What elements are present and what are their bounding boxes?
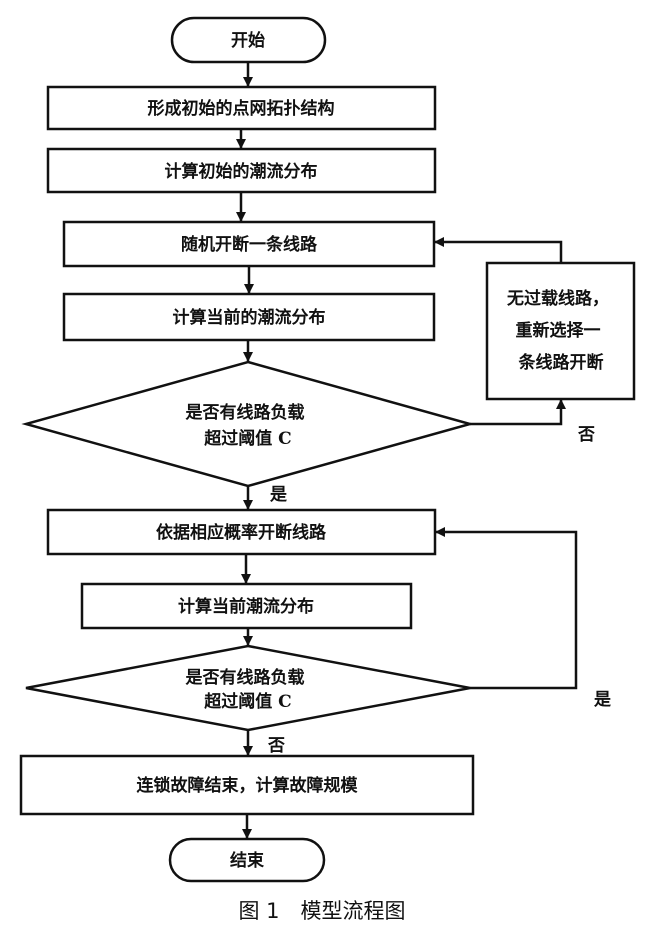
decision-overload-1-label: 是否有线路负载 超过阈值 C: [186, 402, 311, 449]
edge-decision2-yes-loop: [435, 527, 578, 690]
decision2-yes-label: 是: [594, 690, 611, 710]
step-form-topology-label: 形成初始的点网拓扑结构: [148, 98, 335, 119]
step-probability-break-label: 依据相应概率开断线路: [156, 522, 327, 543]
step-random-break: [62, 220, 436, 268]
decision-overload-2-line-1: 是否有线路负载: [186, 667, 305, 688]
start-label: 开始: [231, 30, 265, 51]
edge-decision1-no-to-retry: [470, 399, 566, 426]
step-initial-flow-label: 计算初始的潮流分布: [165, 161, 318, 182]
decision-overload-1: [21, 360, 475, 488]
step-probability-break: [46, 508, 437, 556]
step-form-topology: [46, 85, 437, 131]
decision-overload-2-line-2: 超过阈值 C: [204, 691, 291, 712]
decision1-no-label: 否: [577, 425, 595, 445]
retry-box-line-2: 重新选择一: [516, 320, 601, 341]
decision2-no-label: 否: [267, 736, 285, 756]
decision-overload-1-line-2: 超过阈值 C: [204, 428, 291, 449]
step-initial-flow: [46, 147, 437, 194]
end-label: 结束: [230, 850, 264, 871]
step-current-flow-2-label: 计算当前潮流分布: [178, 596, 314, 617]
retry-box-line-1: 无过载线路，: [506, 288, 609, 309]
step-random-break-label: 随机开断一条线路: [181, 234, 318, 255]
decision1-yes-label: 是: [270, 485, 287, 505]
step-cascade-end-label: 连锁故障结束，计算故障规模: [137, 775, 359, 796]
decision-overload-2-label: 是否有线路负载 超过阈值 C: [186, 667, 311, 712]
edge-retry-to-step3: [434, 237, 563, 263]
step-cascade-end: [19, 754, 475, 816]
retry-box: [485, 261, 636, 401]
end-terminal: [168, 837, 326, 883]
figure-caption: 图 1 模型流程图: [238, 899, 405, 923]
step-current-flow-label: 计算当前的潮流分布: [173, 307, 326, 328]
step-current-flow-2: [80, 582, 413, 630]
decision-overload-2: [25, 644, 471, 732]
retry-box-line-3: 条线路开断: [518, 352, 604, 373]
retry-box-label: 无过载线路， 重新选择一 条线路开断: [506, 288, 615, 373]
decision-overload-1-line-1: 是否有线路负载: [186, 402, 305, 423]
